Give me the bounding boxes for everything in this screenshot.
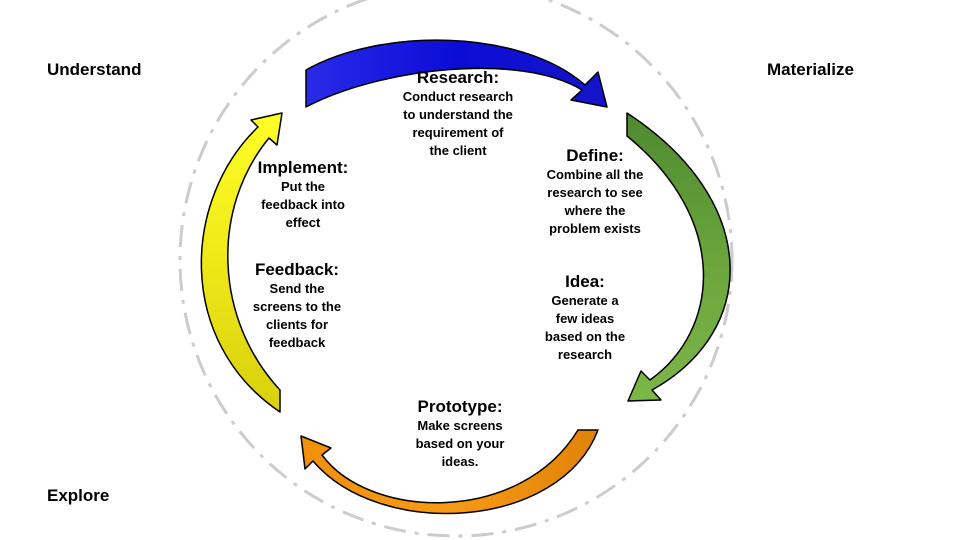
stage-define-description: Combine all the research to see where th… xyxy=(546,167,644,236)
stage-research-description: Conduct research to understand the requi… xyxy=(402,89,514,158)
feedback-implement-arrow-body xyxy=(200,112,283,413)
prototype-arrow xyxy=(300,429,599,515)
stage-idea-description: Generate a few ideas based on the resear… xyxy=(544,293,626,362)
stage-define-title: Define: xyxy=(566,146,624,165)
stage-implement-title: Implement: xyxy=(257,158,349,177)
stage-prototype-description: Make screens based on your ideas. xyxy=(415,418,505,469)
define-idea-arrow xyxy=(626,112,731,402)
stage-idea-title: Idea: xyxy=(565,272,605,291)
stage-feedback-description: Send the screens to the clients for feed… xyxy=(252,281,342,350)
stage-feedback-title: Feedback: xyxy=(254,260,340,279)
stage-research: Research: Conduct research to understand… xyxy=(368,67,548,160)
stage-prototype: Prototype: Make screens based on your id… xyxy=(380,396,540,471)
stage-prototype-title: Prototype: xyxy=(417,397,503,416)
stage-idea: Idea: Generate a few ideas based on the … xyxy=(510,271,660,364)
stage-implement-description: Put the feedback into effect xyxy=(261,179,345,230)
corner-label-understand: Understand xyxy=(47,60,142,79)
stage-feedback: Feedback: Send the screens to the client… xyxy=(217,259,377,352)
corner-label-materialize: Materialize xyxy=(767,60,854,79)
research-arrow xyxy=(305,39,608,108)
stage-implement: Implement: Put the feedback into effect xyxy=(223,157,383,232)
stage-define: Define: Combine all the research to see … xyxy=(515,145,675,238)
stage-research-title: Research: xyxy=(416,68,500,87)
corner-label-explore: Explore xyxy=(47,486,110,505)
outer-dashed-ring xyxy=(178,0,734,538)
